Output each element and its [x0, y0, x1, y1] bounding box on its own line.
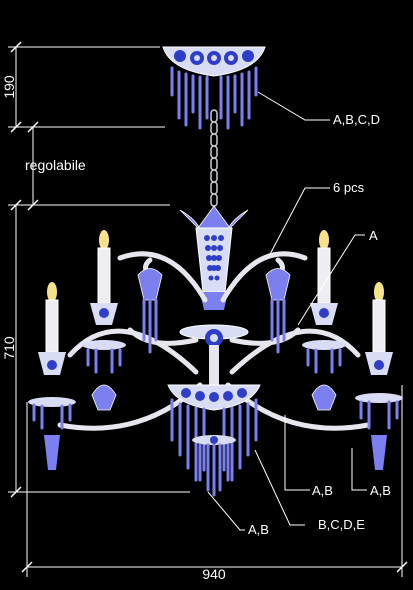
callout-arm: A	[369, 228, 378, 243]
callout-bottom-left: A,B	[248, 522, 269, 537]
callout-cup-count: 6 pcs	[333, 180, 365, 195]
candle-right-outer	[355, 282, 403, 470]
lower-bowl	[167, 384, 261, 497]
callout-leaders	[207, 91, 367, 531]
dim-body-height: 710	[1, 336, 17, 360]
tulip-pendants	[137, 268, 291, 301]
callout-canopy: A,B,C,D	[333, 112, 380, 127]
dimension-ticks	[10, 41, 408, 573]
callout-left-cluster: A,B	[312, 483, 333, 498]
arms	[57, 251, 371, 431]
candle-right-inner	[302, 230, 346, 411]
central-column	[179, 205, 249, 385]
chain	[210, 109, 218, 207]
canopy	[162, 46, 266, 130]
dim-canopy-height: 190	[1, 75, 17, 99]
dim-adjustable: regolabile	[25, 157, 86, 173]
candle-left-outer	[28, 282, 76, 470]
chandelier	[28, 46, 403, 497]
candle-left-inner	[82, 230, 126, 411]
tulip-crystals	[142, 298, 286, 354]
canopy-crystals	[170, 66, 258, 130]
callout-right-outer: A,B	[370, 483, 391, 498]
dimension-lines	[8, 46, 403, 577]
callout-bottom-right: B,C,D,E	[318, 517, 365, 532]
dim-width: 940	[202, 566, 226, 582]
